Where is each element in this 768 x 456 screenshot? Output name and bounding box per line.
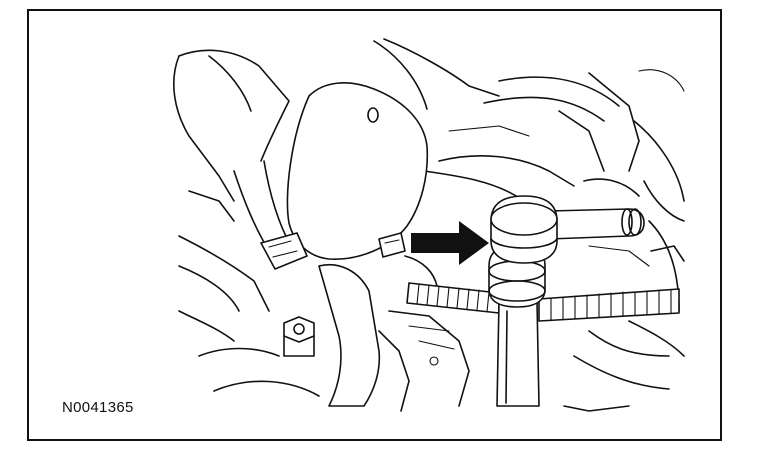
- figure-id-label: N0041365: [62, 399, 134, 416]
- left-hoses: [178, 190, 381, 407]
- small-connector: [378, 232, 438, 287]
- bolt: [283, 316, 315, 357]
- right-edge-details: [588, 180, 685, 267]
- engine-cover: [233, 82, 429, 260]
- corrugated-wire-loom: [406, 282, 680, 322]
- lower-engine-block: [378, 310, 685, 412]
- pointer-arrow: [411, 221, 489, 265]
- hose-connector: [488, 195, 645, 407]
- engine-hose-illustration: [173, 38, 685, 412]
- figure-frame: N0041365: [27, 9, 722, 441]
